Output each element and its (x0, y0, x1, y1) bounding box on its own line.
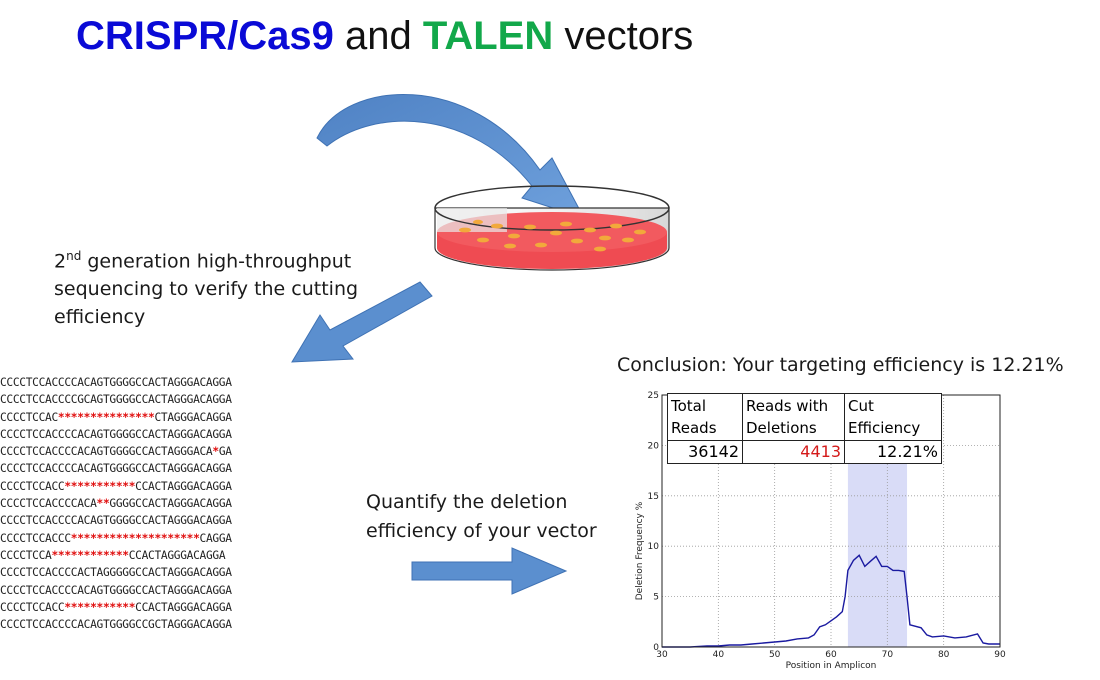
sequence-line: CCCCTCCACCCCACA**GGGGCCACTAGGGACAGGA (0, 495, 330, 512)
sequence-bases: CCCCTCCACCCCACAGTGGGGCCGCTAGGGACAGGA (0, 618, 232, 632)
value-total-reads: 36142 (667, 440, 743, 464)
sequence-bases: CCCCTCCACCC (0, 531, 71, 545)
y-tick-label: 0 (653, 643, 659, 653)
sequence-line: CCCCTCCACCCCACAGTGGGGCCACTAGGGACAGGA (0, 582, 330, 599)
y-tick-label: 25 (648, 391, 659, 401)
sequence-line: CCCCTCCACCCCACTAGGGGGCCACTAGGGACAGGA (0, 564, 330, 581)
title-talen: TALEN (422, 14, 554, 58)
sequence-line: CCCCTCCACCCCACAGTGGGGCCACTAGGGACA*GA (0, 443, 330, 460)
value-reads-with-deletions: 4413 (742, 440, 845, 464)
x-tick-label: 70 (882, 650, 894, 660)
x-tick-label: 50 (769, 650, 781, 660)
sequence-bases: CCCCTCCACCCCACAGTGGGGCCACTAGGGACAGGA (0, 462, 232, 476)
sequence-line: CCCCTCCACC***********CCACTAGGGACAGGA (0, 599, 330, 616)
sequence-line: CCCCTCCA************CCACTAGGGACAGGA (0, 547, 330, 564)
sequence-line: CCCCTCCAC***************CTAGGGACAGGA (0, 409, 330, 426)
y-tick-label: 20 (648, 441, 660, 451)
x-axis-label: Position in Amplicon (786, 661, 877, 671)
sequence-line: CCCCTCCACCCCACAGTGGGGCCACTAGGGACAGGA (0, 426, 330, 443)
sequence-bases: CCCCTCCACCCCACAGTGGGGCCACTAGGGACA (0, 445, 213, 459)
sequence-bases: CCCCTCCA (0, 548, 52, 562)
curved-arrow-icon (316, 94, 586, 219)
sequence-line: CCCCTCCACCCCACAGTGGGGCCGCTAGGGACAGGA (0, 616, 330, 633)
y-tick-label: 10 (648, 542, 660, 552)
y-axis-label: Deletion Frequency % (635, 501, 645, 600)
sequence-bases: CCACTAGGGACAGGA (135, 479, 232, 493)
x-tick-label: 30 (656, 650, 668, 660)
sequence-bases: CCCCTCCACCCCACAGTGGGGCCACTAGGGACAGGA (0, 427, 232, 441)
sequence-bases: CCCCTCCACCCCGCAGTGGGGCCACTAGGGACAGGA (0, 393, 232, 407)
sequence-bases: CCCCTCCACCCCACAGTGGGGCCACTAGGGACAGGA (0, 583, 232, 597)
deletion-marks: *********** (64, 600, 136, 614)
slide-title: CRISPR/Cas9 and TALEN vectors (76, 14, 693, 59)
sequence-line: CCCCTCCACCC********************CAGGA (0, 530, 330, 547)
sequence-line: CCCCTCCACCCCACAGTGGGGCCACTAGGGACAGGA (0, 512, 330, 529)
sequence-line: CCCCTCCACCCCACAGTGGGGCCACTAGGGACAGGA (0, 460, 330, 477)
sequence-line: CCCCTCCACCCCACAGTGGGGCCACTAGGGACAGGA (0, 374, 330, 391)
series-line (662, 554, 1000, 648)
sequence-bases: CTAGGGACAGGA (154, 410, 232, 424)
deletion-marks: ************ (51, 548, 129, 562)
y-tick-label: 15 (648, 492, 659, 502)
sequencing-label-superscript: nd (66, 249, 82, 263)
sequencing-label-text: generation high-throughput sequencing to… (54, 250, 359, 329)
header-cut-efficiency: Cut Efficiency (844, 393, 942, 441)
x-tick-label: 40 (713, 650, 725, 660)
colonies (459, 219, 646, 252)
deletion-marks: *************** (57, 410, 155, 424)
sequence-bases: GA (218, 445, 232, 459)
sequence-bases: GGGGCCACTAGGGACAGGA (109, 497, 232, 511)
title-and: and (345, 14, 412, 58)
petri-dish-icon (434, 185, 670, 271)
header-total-reads: Total Reads (667, 393, 743, 441)
sequence-bases: CCACTAGGGACAGGA (135, 600, 232, 614)
value-cut-efficiency: 12.21% (844, 440, 942, 464)
title-vectors: vectors (564, 14, 694, 58)
sequencing-label-prefix: 2 (54, 250, 67, 273)
deletion-marks: * (212, 445, 219, 459)
sequence-bases: CCCCTCCACC (0, 479, 65, 493)
y-tick-label: 5 (653, 593, 659, 603)
sequence-bases: CCCCTCCACCCCACA (0, 497, 97, 511)
sequence-bases: CCCCTCCACCCCACAGTGGGGCCACTAGGGACAGGA (0, 376, 232, 389)
title-crispr: CRISPR/Cas9 (76, 14, 334, 58)
sequence-bases: CCCCTCCAC (0, 410, 58, 424)
sequencing-label: 2nd generation high-throughput sequencin… (54, 242, 384, 331)
sequence-line: CCCCTCCACCCCGCAGTGGGGCCACTAGGGACAGGA (0, 391, 330, 408)
sequence-bases: CCCCTCCACCCCACAGTGGGGCCACTAGGGACAGGA (0, 514, 232, 528)
conclusion-text: Conclusion: Your targeting efficiency is… (617, 354, 1064, 376)
x-tick-label: 90 (994, 650, 1006, 660)
diagonal-arrow-icon (291, 281, 433, 363)
header-reads-with-deletions: Reads with Deletions (742, 393, 845, 441)
deletion-marks: ** (96, 497, 110, 511)
x-tick-label: 60 (825, 650, 837, 660)
deletion-marks: ******************** (70, 531, 200, 545)
table-value-row: 36142 4413 12.21% (667, 440, 942, 464)
right-arrow-icon (411, 547, 568, 595)
efficiency-table: Total Reads Reads with Deletions Cut Eff… (667, 393, 942, 464)
sequence-line: CCCCTCCACC***********CCACTAGGGACAGGA (0, 478, 330, 495)
quantify-label: Quantify the deletion efficiency of your… (366, 491, 597, 542)
sequence-bases: CCCCTCCACC (0, 600, 65, 614)
x-tick-label: 80 (938, 650, 950, 660)
sequence-bases: CCCCTCCACCCCACTAGGGGGCCACTAGGGACAGGA (0, 566, 232, 580)
sequence-bases: CCACTAGGGACAGGA (128, 548, 226, 562)
table-header-row: Total Reads Reads with Deletions Cut Eff… (667, 393, 942, 441)
sequence-bases: CAGGA (199, 531, 232, 545)
deletion-marks: *********** (64, 479, 136, 493)
